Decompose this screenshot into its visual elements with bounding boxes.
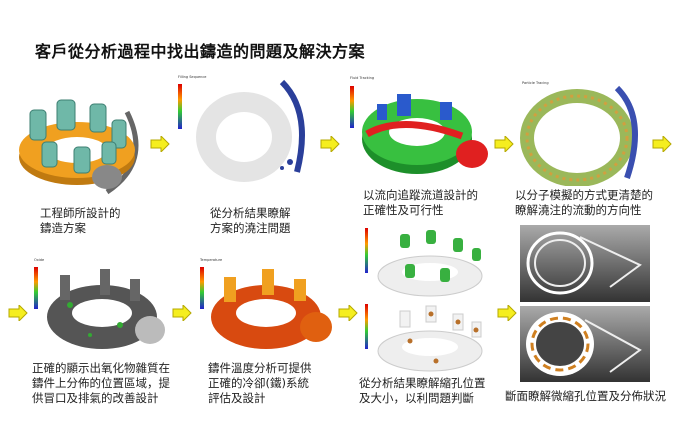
caption-step-2: 從分析結果瞭解 方案的澆注問題 — [210, 206, 291, 235]
page-title: 客戶從分析過程中找出鑄造的問題及解決方案 — [35, 42, 366, 61]
panel-title: Temperature — [199, 258, 222, 262]
oxide-distribution-image: Oxide — [30, 255, 170, 360]
section-view-top-image — [520, 225, 650, 302]
panel-title: Oxide — [34, 258, 44, 262]
caption-step-7: 從分析結果瞭解縮孔位置 及大小，以利問題判斷 — [359, 376, 486, 405]
caption-step-4: 以分子模擬的方式更清楚的 瞭解澆注的流動的方向性 — [515, 188, 653, 217]
arrow-right-icon — [494, 136, 514, 152]
caption-step-8: 斷面瞭解微縮孔位置及分佈狀況 — [505, 389, 666, 403]
casting-design-image — [12, 72, 152, 197]
arrow-right-icon — [338, 305, 358, 321]
color-legend — [200, 267, 204, 309]
arrow-right-icon — [8, 305, 28, 321]
caption-step-1: 工程師所設計的 鑄造方案 — [40, 206, 121, 235]
arrow-right-icon — [150, 136, 170, 152]
arrow-right-icon — [320, 136, 340, 152]
color-legend — [34, 267, 38, 309]
particle-tracing-image: Particle Tracing — [512, 78, 650, 186]
color-legend — [178, 84, 182, 129]
arrow-right-icon — [652, 136, 672, 152]
fluid-tracking-image: Fluid Tracking — [342, 74, 494, 186]
caption-step-3: 以流向追蹤流道設計的 正確性及可行性 — [363, 188, 478, 217]
panel-title: Particle Tracing — [522, 81, 549, 85]
filling-sequence-image: Filling Sequence — [172, 72, 320, 192]
panel-title: Fluid Tracking — [350, 76, 374, 80]
caption-step-5: 正確的顯示出氧化物雜質在 鑄件上分佈的位置區域，提 供冒口及排氣的改善設計 — [32, 361, 170, 405]
section-view-bottom-image — [520, 306, 650, 382]
arrow-right-icon — [497, 305, 517, 321]
panel-title: Filling Sequence — [178, 75, 206, 79]
temperature-image: Temperature — [196, 255, 336, 360]
arrow-right-icon — [172, 305, 192, 321]
color-legend — [350, 86, 354, 128]
caption-step-6: 鑄件溫度分析可提供 正確的冷卻(鐵)系統 評估及設計 — [208, 361, 312, 405]
shrinkage-prediction-image — [360, 226, 500, 376]
